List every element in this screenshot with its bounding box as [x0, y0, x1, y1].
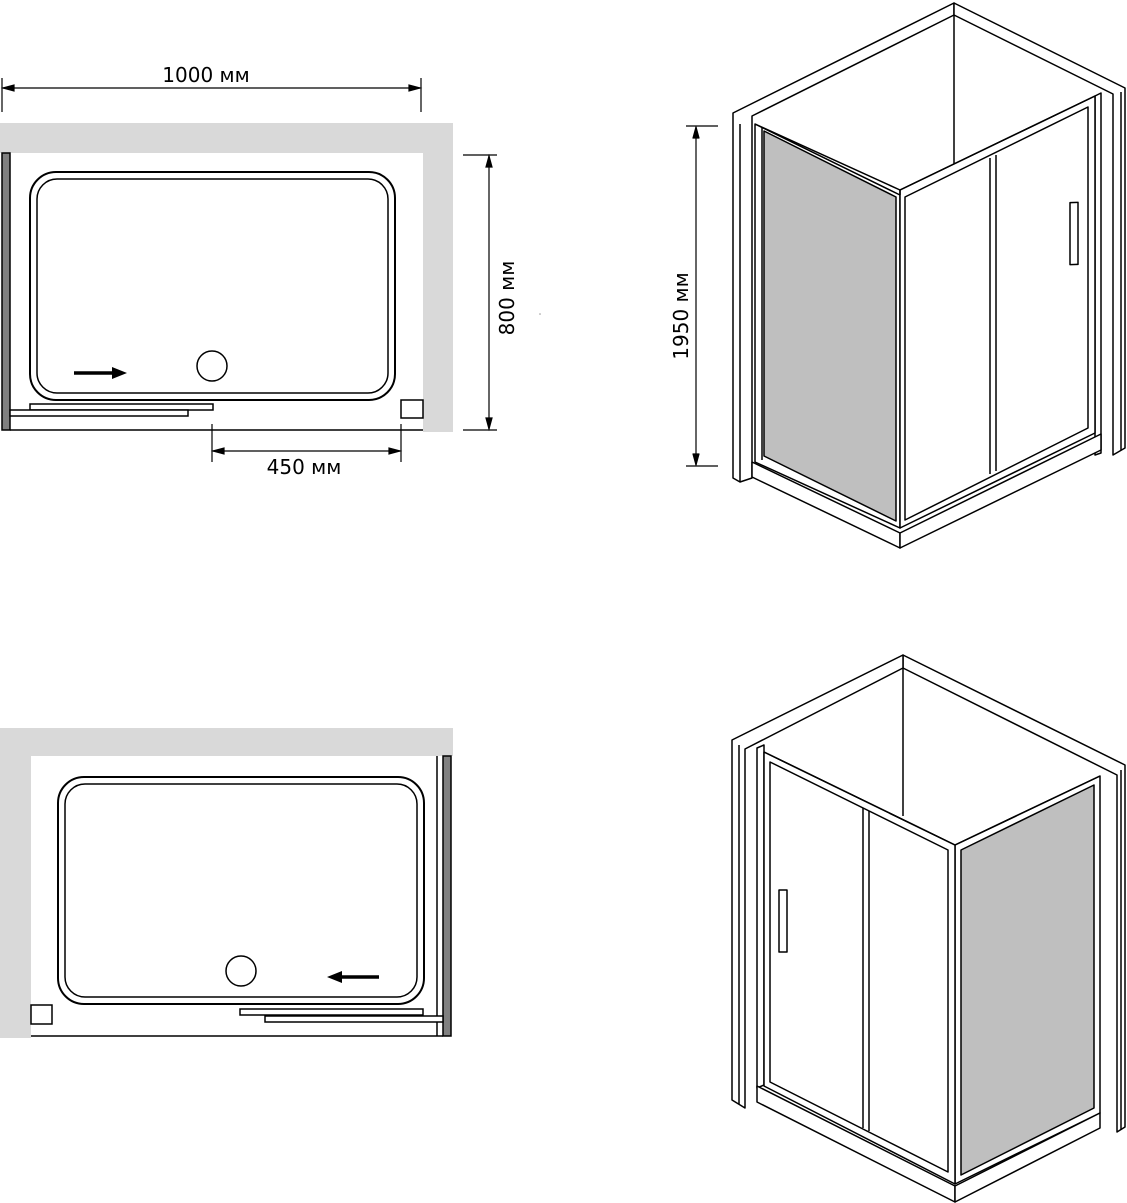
drain-icon [196, 350, 228, 382]
dimension-height [686, 125, 718, 467]
arrow-left-icon [327, 971, 379, 983]
arrow-right-icon [74, 367, 127, 379]
front-door-inner [769, 761, 949, 1173]
wall-shape-top [0, 123, 453, 432]
side-glass-panel[interactable] [763, 130, 897, 522]
drain-icon [225, 955, 257, 987]
door-handle-icon[interactable] [778, 889, 788, 953]
wall-profile-left [30, 1004, 53, 1025]
shower-tray-top [29, 171, 396, 401]
isometric-view-top [686, 2, 1126, 549]
width-label: 1000 мм [162, 63, 249, 87]
plan-view-top: 1000 мм 800 мм 450 мм [0, 63, 519, 479]
height-label: 1950 мм [669, 272, 693, 359]
top-rim [763, 751, 1101, 846]
wall-profile-left [756, 744, 765, 1089]
isometric-view-bottom [731, 654, 1126, 1203]
wall-profile-right [400, 399, 424, 419]
plan-view-bottom [0, 728, 453, 1038]
depth-label: 800 мм [495, 261, 519, 336]
shower-tray-bottom [57, 776, 425, 1005]
dimension-depth [463, 153, 497, 432]
sliding-door-panels-bottom [239, 1008, 444, 1023]
enclosure-base-front [899, 433, 1102, 549]
fixed-panel-right [442, 755, 452, 1037]
side-glass-panel[interactable] [960, 784, 1095, 1176]
front-door-inner [904, 106, 1089, 521]
wall-profile-right [1094, 92, 1102, 456]
door-handle-icon[interactable] [1069, 201, 1079, 266]
stray-dot [539, 313, 541, 315]
fixed-panel-left [1, 152, 11, 431]
door-width-label: 450 мм [267, 455, 342, 479]
sliding-door-panels-top [9, 403, 214, 417]
dimension-width [0, 78, 423, 112]
enclosure-base-right [954, 1112, 1101, 1203]
wall-shape-bottom [0, 728, 453, 1038]
dimension-door [210, 424, 403, 462]
